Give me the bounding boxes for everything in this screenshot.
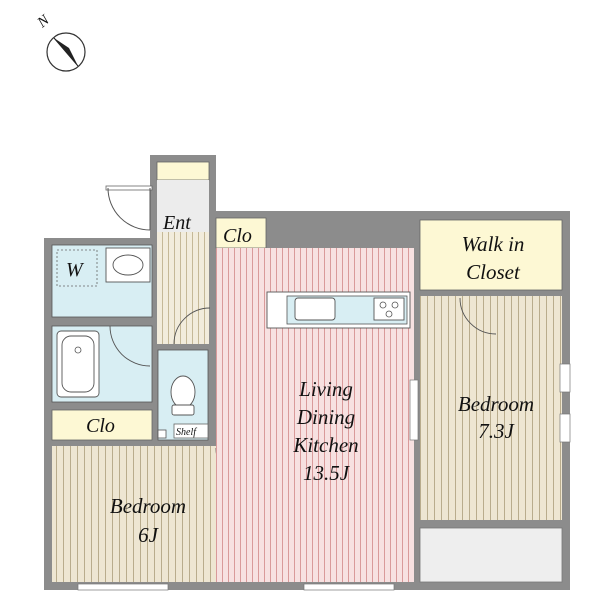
shelf-label: Shelf <box>176 427 197 438</box>
washing-machine-space <box>56 249 98 287</box>
north-arrow-icon <box>46 32 86 72</box>
toilet <box>170 375 196 416</box>
hallway <box>157 232 209 344</box>
closet-entry-label: Clo <box>223 225 252 247</box>
ldk-label-3: Kitchen <box>292 433 358 457</box>
stove-icon <box>373 297 405 321</box>
bedroom-right-label: Bedroom <box>458 392 534 416</box>
bedroom-left-size: 6J <box>138 523 160 547</box>
ldk-size: 13.5J <box>303 461 351 485</box>
entrance-floor <box>157 180 209 232</box>
kitchen-counter <box>266 291 411 329</box>
closet-bedroom6-label: Clo <box>86 415 115 437</box>
bedroom-left-label: Bedroom <box>110 494 186 518</box>
windows <box>77 363 571 591</box>
walk-in-closet <box>419 219 563 291</box>
closet-entry <box>215 217 267 249</box>
entrance-label: Ent <box>162 212 191 234</box>
washbasin <box>105 247 151 283</box>
bedroom-right-size: 7.3J <box>478 419 515 443</box>
shelf <box>173 423 209 439</box>
north-label: N <box>34 12 53 32</box>
walk-in-closet-label-1: Walk in <box>462 232 525 256</box>
ldk-label-2: Dining <box>296 405 355 429</box>
washroom-label: W <box>66 259 85 281</box>
entrance-door[interactable] <box>105 185 153 231</box>
bathtub <box>56 330 100 398</box>
ldk-label-1: Living <box>298 377 353 401</box>
walk-in-closet-label-2: Closet <box>466 260 521 284</box>
ldk-lower-floor <box>262 446 414 582</box>
entrance-genkan <box>156 161 210 181</box>
wic-door[interactable] <box>459 297 497 335</box>
balcony <box>419 527 563 583</box>
toilet-door[interactable] <box>173 307 211 345</box>
bathroom-door[interactable] <box>109 325 151 367</box>
closet-bedroom6 <box>51 409 153 441</box>
compass: N <box>34 12 86 72</box>
